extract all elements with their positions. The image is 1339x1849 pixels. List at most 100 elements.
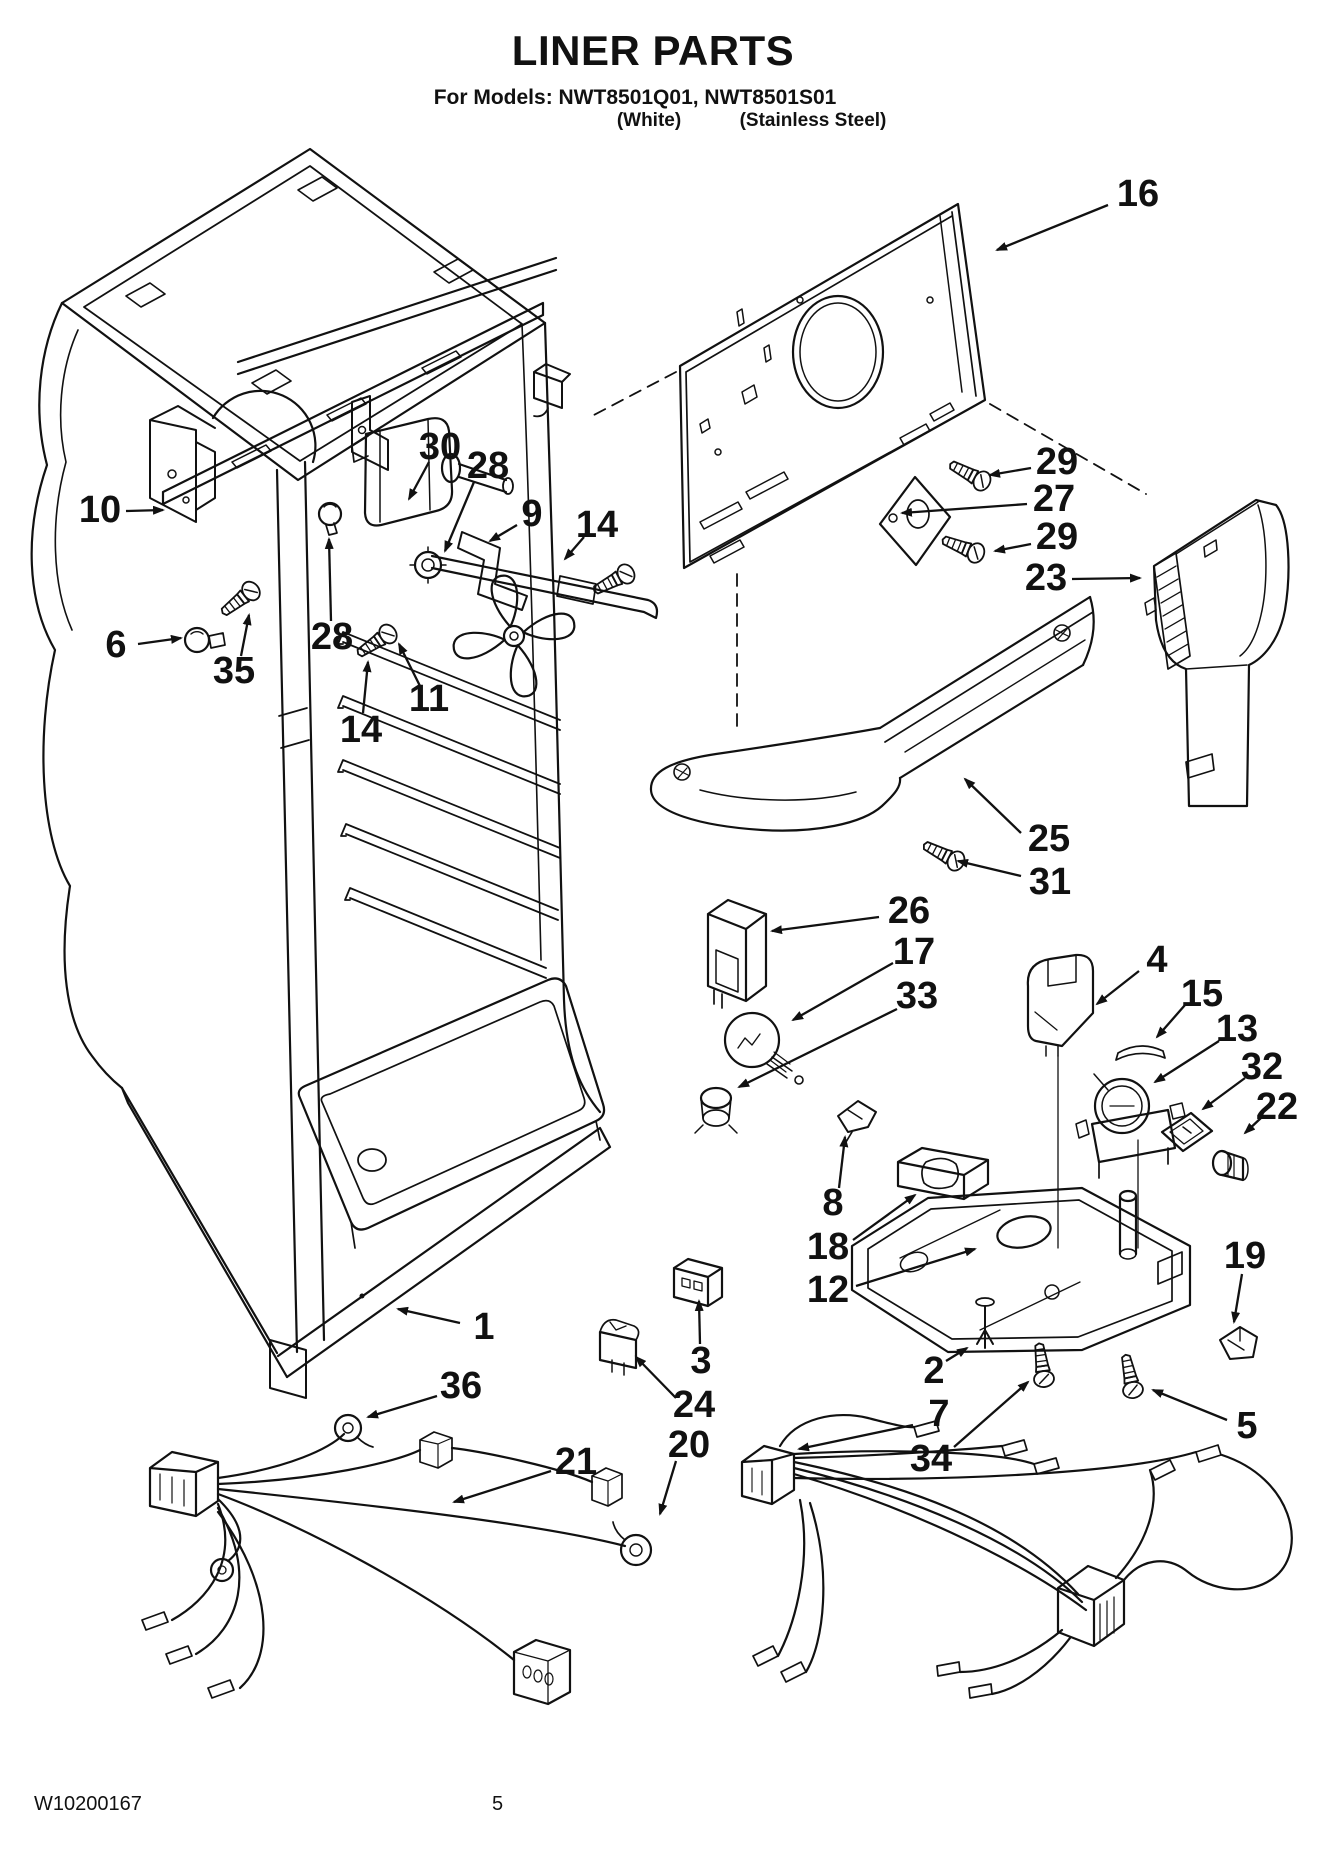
svg-text:2: 2 xyxy=(923,1350,944,1392)
svg-text:5: 5 xyxy=(1236,1405,1257,1447)
svg-text:7: 7 xyxy=(928,1393,949,1435)
callout-30-6: 30 xyxy=(407,426,461,501)
fan-blade xyxy=(452,574,576,698)
hanger-rails xyxy=(149,256,571,523)
callout-32-23: 32 xyxy=(1201,1046,1283,1111)
svg-text:22: 22 xyxy=(1256,1086,1298,1128)
callout-34-37: 34 xyxy=(910,1380,1030,1480)
svg-text:18: 18 xyxy=(807,1226,849,1268)
callout-20-33: 20 xyxy=(658,1424,710,1516)
callout-5-38: 5 xyxy=(1151,1388,1258,1447)
callout-24-32: 24 xyxy=(634,1355,715,1426)
control-parts xyxy=(1026,953,1249,1249)
callout-23-4: 23 xyxy=(1025,557,1142,599)
svg-text:23: 23 xyxy=(1025,557,1067,599)
callout-19-28: 19 xyxy=(1224,1235,1266,1324)
svg-text:29: 29 xyxy=(1036,441,1078,483)
svg-text:13: 13 xyxy=(1216,1008,1258,1050)
callout-33-19: 33 xyxy=(737,975,938,1089)
callout-25-15: 25 xyxy=(963,777,1070,860)
callout-9-8: 9 xyxy=(488,493,543,543)
svg-text:1: 1 xyxy=(473,1306,494,1348)
wire-harness-right xyxy=(740,1414,1293,1699)
callout-13-22: 13 xyxy=(1153,1008,1258,1084)
svg-text:36: 36 xyxy=(440,1365,482,1407)
svg-text:12: 12 xyxy=(807,1269,849,1311)
callout-14-13: 14 xyxy=(340,660,382,751)
svg-text:15: 15 xyxy=(1181,973,1223,1015)
callout-15-21: 15 xyxy=(1155,973,1223,1039)
callout-4-20: 4 xyxy=(1095,939,1168,1006)
models-line: For Models: NWT8501Q01, NWT8501S01 xyxy=(433,86,837,109)
callout-21-34: 21 xyxy=(452,1441,597,1504)
svg-text:19: 19 xyxy=(1224,1235,1266,1277)
svg-text:31: 31 xyxy=(1029,861,1071,903)
svg-text:6: 6 xyxy=(105,624,126,666)
svg-text:14: 14 xyxy=(340,709,382,751)
back-panel xyxy=(591,202,1147,734)
callout-14-9: 14 xyxy=(563,504,618,561)
callout-8-25: 8 xyxy=(822,1135,849,1224)
air-duct xyxy=(649,595,1095,875)
svg-text:9: 9 xyxy=(521,493,542,535)
svg-text:35: 35 xyxy=(213,650,255,692)
drain-pan-assembly xyxy=(850,1146,1258,1402)
liner-cabinet xyxy=(30,147,612,1399)
callout-28-7: 28 xyxy=(443,445,509,553)
evaporator-cover xyxy=(1144,498,1290,808)
callout-36-30: 36 xyxy=(366,1365,482,1419)
svg-text:3: 3 xyxy=(690,1340,711,1382)
callout-12-27: 12 xyxy=(807,1247,977,1311)
svg-text:8: 8 xyxy=(822,1182,843,1224)
callout-35-11: 35 xyxy=(213,613,255,692)
callout-17-18: 17 xyxy=(791,931,935,1021)
callout-22-24: 22 xyxy=(1243,1086,1298,1135)
svg-text:28: 28 xyxy=(467,445,509,487)
svg-text:21: 21 xyxy=(555,1441,597,1483)
svg-text:16: 16 xyxy=(1117,173,1159,215)
callout-29-1: 29 xyxy=(988,441,1078,483)
svg-text:34: 34 xyxy=(910,1438,952,1480)
svg-text:28: 28 xyxy=(311,616,353,658)
finish-steel-label: (Stainless Steel) xyxy=(739,110,887,131)
clip-parts xyxy=(598,1257,724,1376)
svg-text:10: 10 xyxy=(79,489,121,531)
finish-white-label: (White) xyxy=(616,110,682,131)
heater-plate xyxy=(878,475,952,567)
svg-text:11: 11 xyxy=(409,678,449,720)
wire-harness-left xyxy=(141,1413,653,1706)
footer-part-number: W10200167 xyxy=(34,1793,142,1815)
svg-text:32: 32 xyxy=(1241,1046,1283,1088)
svg-text:4: 4 xyxy=(1146,939,1167,981)
callout-10-5: 10 xyxy=(79,489,165,531)
callout-1-29: 1 xyxy=(396,1306,495,1348)
svg-text:14: 14 xyxy=(576,504,618,546)
svg-text:30: 30 xyxy=(419,426,461,468)
callout-11-14: 11 xyxy=(397,642,449,720)
callout-2-35: 2 xyxy=(923,1346,969,1392)
svg-text:29: 29 xyxy=(1036,516,1078,558)
callout-31-16: 31 xyxy=(956,858,1071,903)
callout-27-2: 27 xyxy=(900,478,1075,520)
svg-text:33: 33 xyxy=(896,975,938,1017)
page-title: LINER PARTS xyxy=(511,27,795,74)
svg-text:17: 17 xyxy=(893,931,935,973)
callout-6-10: 6 xyxy=(105,624,183,666)
callout-18-26: 18 xyxy=(807,1193,917,1268)
svg-text:24: 24 xyxy=(673,1384,715,1426)
svg-text:20: 20 xyxy=(668,1424,710,1466)
callout-7-36: 7 xyxy=(797,1393,950,1452)
callout-26-17: 26 xyxy=(770,890,930,935)
callout-29-3: 29 xyxy=(993,516,1078,558)
svg-text:27: 27 xyxy=(1033,478,1075,520)
footer-page-number: 5 xyxy=(492,1793,504,1815)
callout-16-0: 16 xyxy=(995,173,1159,252)
callout-3-31: 3 xyxy=(690,1299,712,1382)
evaporator-fan-assembly xyxy=(183,417,659,698)
lamp-parts xyxy=(694,898,877,1143)
svg-text:26: 26 xyxy=(888,890,930,932)
callout-28-12: 28 xyxy=(311,537,353,658)
